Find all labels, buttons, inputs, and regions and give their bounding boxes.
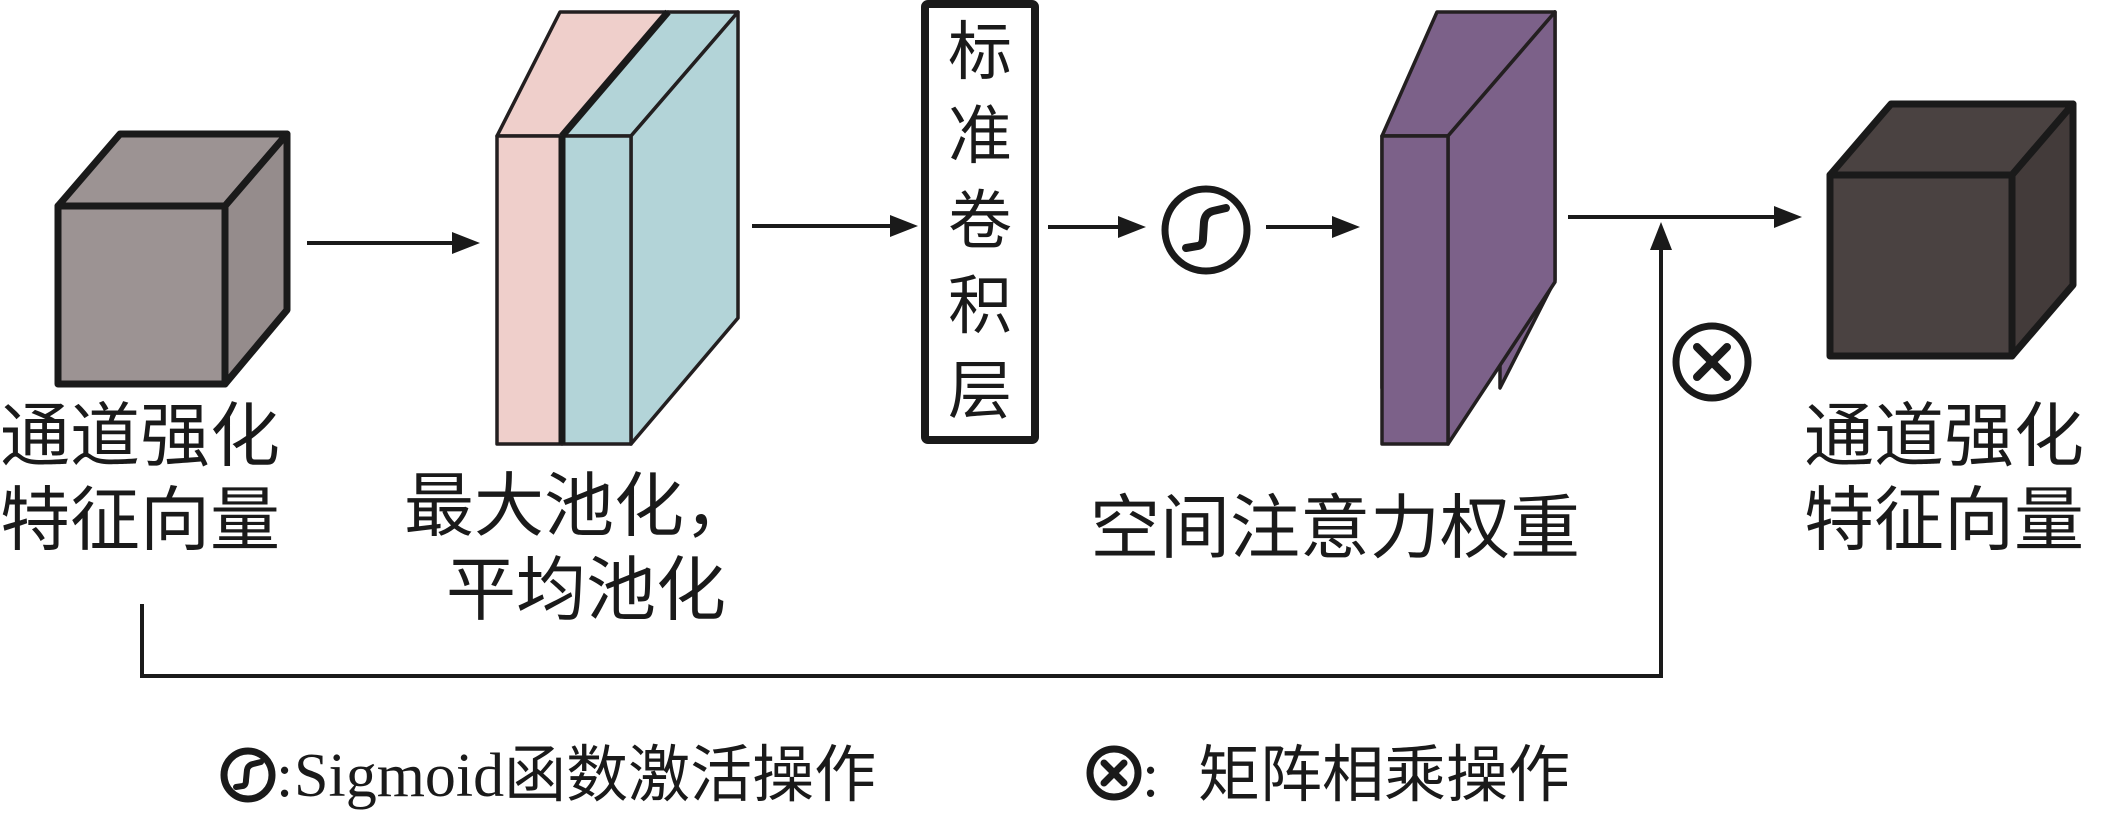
arrow-attention-to-output: [1568, 206, 1802, 228]
attention-label: 空间注意力权重: [1090, 487, 1580, 569]
legend-item-sigmoid: : Sigmoid函数激活操作: [220, 742, 876, 810]
avg-pool-layer-front: [560, 134, 633, 446]
arrow-pooling-to-conv: [752, 215, 918, 237]
legend-sigmoid-separator: :: [276, 742, 293, 810]
arrow-conv-to-sigmoid: [1048, 216, 1146, 238]
conv-box: [921, 0, 1039, 444]
input-feature-cube: [54, 130, 291, 388]
conv-label-char-1: 标: [948, 16, 1012, 90]
conv-label-char-2: 准: [948, 100, 1012, 174]
max-pool-layer-front: [495, 134, 564, 446]
legend-sigmoid-text: Sigmoid函数激活操作: [294, 742, 876, 810]
arrow-input-to-pooling: [307, 232, 480, 254]
legend-multiply-text: 矩阵相乘操作: [1198, 742, 1570, 810]
input-label-line1: 通道强化: [0, 395, 280, 477]
output-cube-front: [1826, 171, 2016, 360]
conv-label-char-5: 层: [948, 355, 1012, 429]
input-cube-front: [54, 202, 229, 388]
input-label-line2: 特征向量: [0, 479, 280, 561]
conv-label-char-3: 卷: [948, 185, 1012, 259]
legend-multiply-separator: :: [1142, 742, 1159, 810]
conv-label-char-4: 积: [948, 270, 1012, 344]
legend-sigmoid-icon: [220, 747, 276, 803]
output-feature-cube: [1826, 100, 2077, 360]
pooling-label-line2: 平均池化: [446, 549, 726, 631]
standard-conv-layer: 标 准 卷 积 层: [921, 0, 1039, 444]
skip-connection: [140, 222, 1672, 678]
arrow-sigmoid-to-attention: [1266, 216, 1360, 238]
legend-circled-times-icon: [1086, 745, 1142, 801]
circled-times-icon: [1672, 322, 1752, 402]
sigmoid-icon: [1161, 185, 1251, 275]
legend-item-multiply: : 矩阵相乘操作: [1086, 742, 1570, 810]
pooling-layers: [495, 9, 740, 446]
spatial-attention-weight-slab: [1380, 10, 1557, 446]
pooling-label-line1: 最大池化，: [404, 465, 754, 547]
legend: : Sigmoid函数激活操作 : 矩阵相乘操作: [220, 742, 1570, 810]
output-label-line1: 通道强化: [1804, 395, 2084, 477]
output-label-line2: 特征向量: [1804, 479, 2084, 561]
